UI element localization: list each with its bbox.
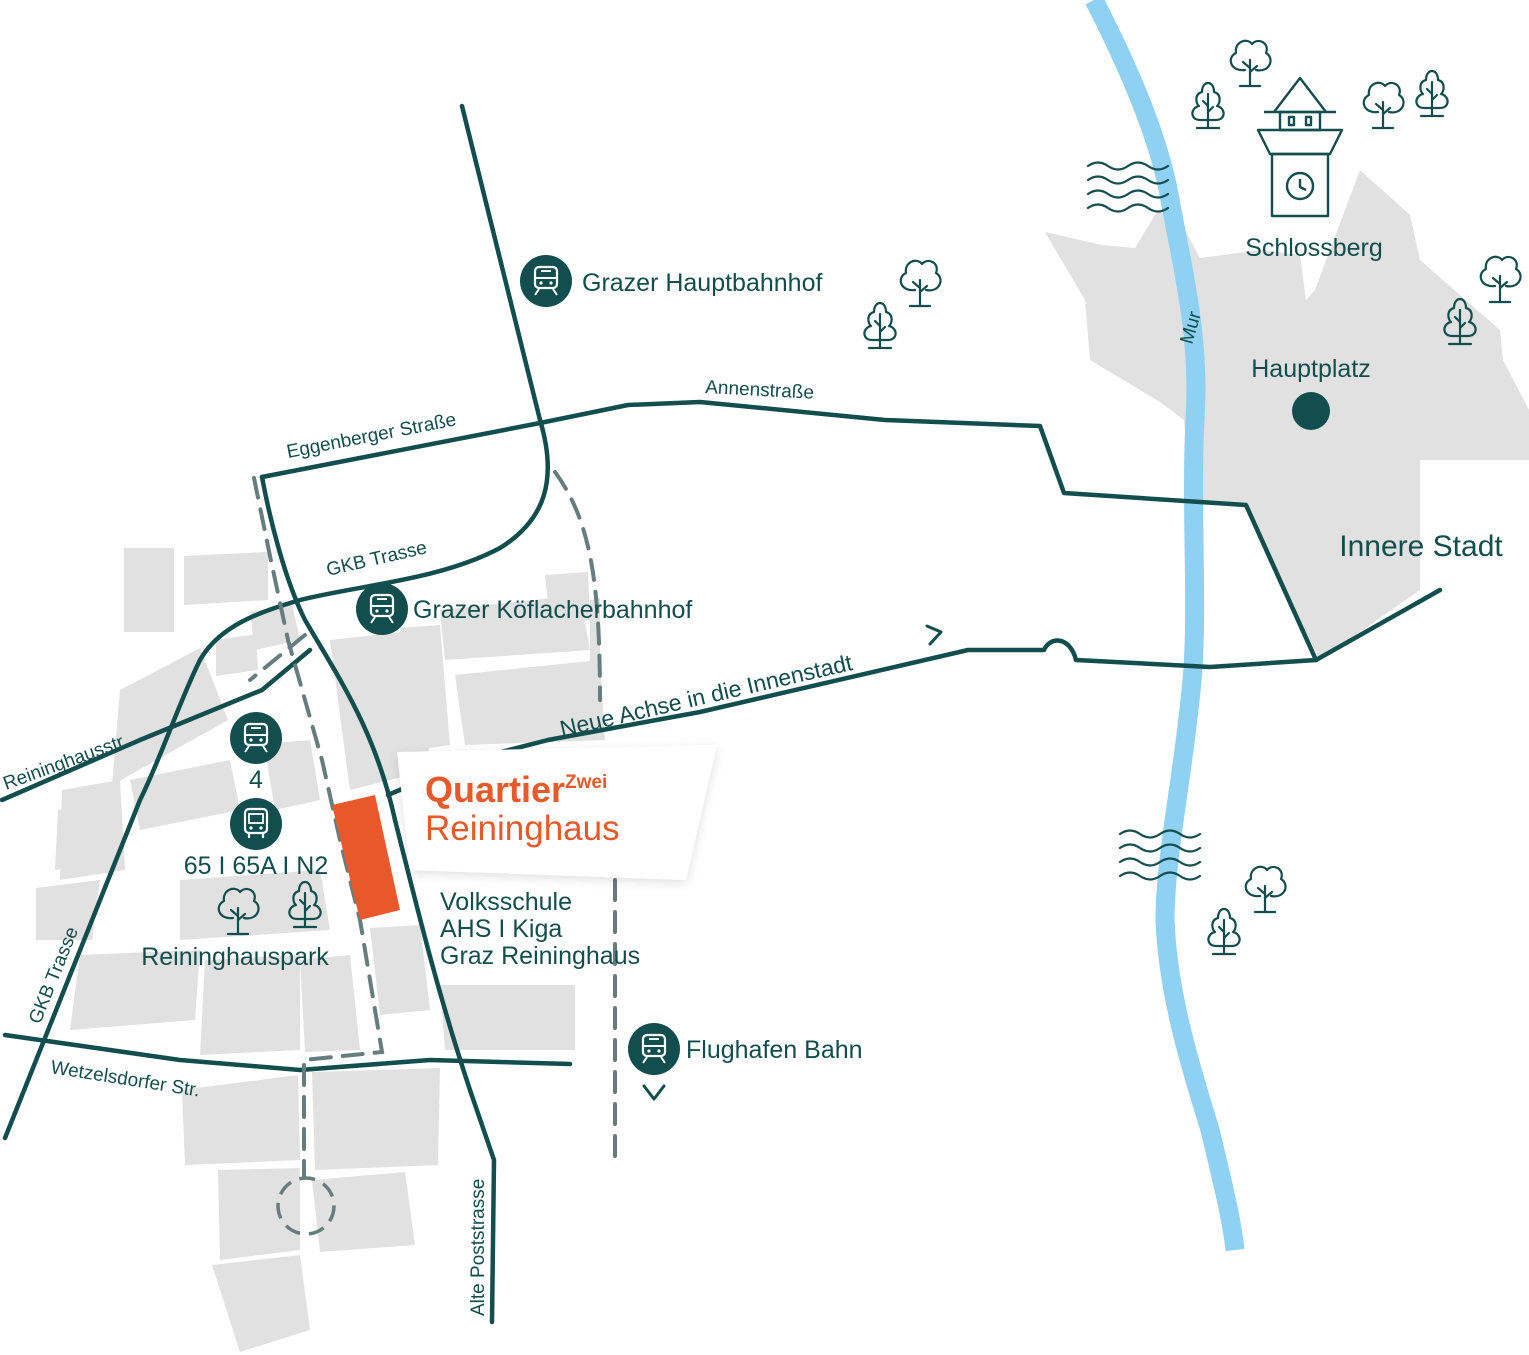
gkb-trasse-top-label: GKB Trasse: [324, 537, 429, 581]
brand-word-quartier: Quartier: [425, 769, 565, 810]
hauptbahnhof-station[interactable]: [520, 255, 572, 307]
reininghaus-district: [36, 548, 605, 1352]
school-label-2: AHS I Kiga: [440, 915, 562, 943]
chevron-icon: [642, 1084, 666, 1101]
annenstrasse-label: Annenstraße: [705, 377, 815, 404]
brand-superscript: Zwei: [565, 772, 607, 793]
brand-word-reininghaus: Reininghaus: [425, 809, 620, 848]
planned-stop-circle: [276, 1176, 336, 1236]
tree-icon: [1415, 69, 1449, 118]
innere-stadt-area: [1045, 170, 1529, 660]
alte-poststrasse-label: Alte Poststrasse: [468, 1179, 489, 1316]
bus-stop[interactable]: [230, 798, 282, 850]
flughafen-station[interactable]: [628, 1023, 680, 1075]
tree-icon: [1207, 907, 1241, 956]
brand-logo: QuartierZwei: [425, 769, 607, 810]
tram-line-label: 4: [249, 766, 263, 794]
tree-icon: [1229, 39, 1272, 88]
wetzelsdorfer-label: Wetzelsdorfer Str.: [49, 1057, 201, 1101]
tree-icon: [1362, 81, 1405, 130]
tree-icon: [899, 259, 942, 308]
bus-icon: [243, 807, 269, 840]
school-label-1: Volksschule: [440, 888, 572, 916]
tram-4-stop[interactable]: [230, 712, 282, 764]
road-network: [0, 103, 1443, 1325]
hauptbahnhof-label: Grazer Hauptbahnhof: [582, 269, 822, 297]
water-waves-icon: [1086, 161, 1170, 213]
innere-stadt-label: Innere Stadt: [1339, 530, 1503, 563]
hauptplatz-marker: [1292, 392, 1330, 430]
schlossberg-label: Schlossberg: [1245, 234, 1383, 262]
park-label: Reininghauspark: [141, 943, 329, 971]
tree-icon: [1479, 255, 1522, 304]
chevron-icon: [925, 624, 943, 646]
koeflacherbahnhof-label: Grazer Köflacherbahnhof: [413, 596, 692, 624]
bus-lines-label: 65 I 65A I N2: [184, 852, 329, 880]
tree-icon: [863, 301, 897, 350]
project-site: [332, 795, 400, 920]
tree-icon: [1244, 865, 1287, 914]
koeflacherbahnhof-station[interactable]: [356, 583, 408, 635]
dashed-rail-lines: [248, 470, 617, 1180]
brand-card: [397, 745, 717, 880]
river-mur: [1085, 0, 1245, 1252]
tree-icon: [1191, 81, 1225, 130]
flughafen-label: Flughafen Bahn: [686, 1036, 863, 1064]
clock-tower-icon: [1256, 76, 1344, 218]
school-label-3: Graz Reininghaus: [440, 942, 640, 970]
hauptplatz-label: Hauptplatz: [1251, 355, 1371, 383]
